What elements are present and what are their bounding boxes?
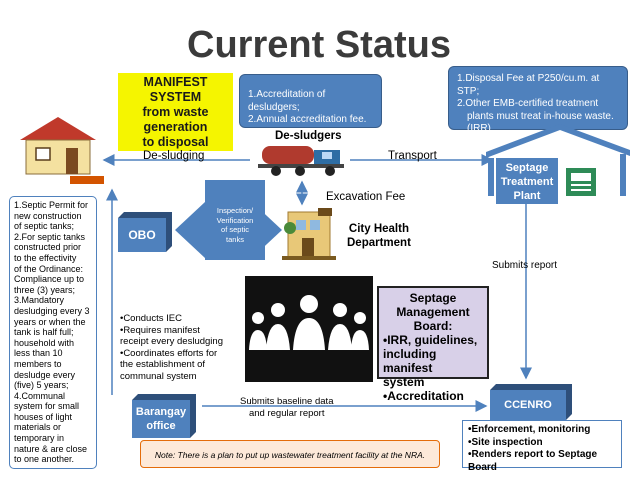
- transport-label: Transport: [388, 150, 437, 162]
- permit-line: of the Ordinance:: [14, 263, 84, 274]
- disposal-line: (IRR): [467, 123, 491, 134]
- board-line: Management Board:: [396, 305, 470, 333]
- manifest-line: to disposal: [142, 135, 209, 149]
- inspection-line: tanks: [226, 234, 244, 244]
- septage-management-board: Septage Management Board: •IRR, guidelin…: [377, 286, 489, 403]
- permit-line: system for small: [14, 401, 80, 412]
- permit-line: household with: [14, 337, 75, 348]
- board-line: •IRR, guidelines,: [383, 333, 478, 347]
- accreditation-line: 1.Accreditation of desludgers;: [248, 89, 326, 113]
- permit-line: 4.Communal: [14, 390, 66, 401]
- manifest-system-box: MANIFEST SYSTEM from waste generation to…: [118, 73, 233, 151]
- permit-line: constructed prior: [14, 242, 82, 253]
- permit-line: to the effectivity: [14, 252, 77, 263]
- submits-baseline-line: and regular report: [248, 408, 325, 419]
- plant-line: Septage: [505, 162, 549, 174]
- truck-icon: [258, 146, 344, 176]
- permit-line: of septic tanks;: [14, 221, 75, 232]
- board-line: system: [383, 375, 425, 389]
- barangay-line: Barangay: [135, 406, 187, 418]
- barangay-duty-line: •Conducts IEC: [120, 313, 182, 324]
- disposal-fee-box: 1.Disposal Fee at P250/cu.m. at STP; 2.O…: [448, 66, 628, 134]
- permit-line: 2.For septic tanks: [14, 231, 86, 242]
- inspection-line: Inspection/: [216, 206, 254, 215]
- barangay-duty-line: •Requires manifest: [120, 324, 200, 336]
- submits-baseline-line: Submits baseline data: [240, 396, 334, 407]
- note-box: Note: There is a plan to put up wastewat…: [140, 440, 440, 468]
- city-health-building-icon: [282, 208, 336, 260]
- disposal-line: plants must treat in-house waste.: [467, 110, 614, 122]
- ccenro-duty-line: •Enforcement, monitoring: [468, 424, 591, 435]
- house-icon: [20, 117, 104, 184]
- permit-line: materials or: [14, 422, 62, 433]
- submits-baseline-label: Submits baseline data and regular report: [240, 396, 333, 420]
- barangay-line: office: [146, 420, 176, 432]
- desludging-label: De-sludging: [143, 150, 205, 162]
- accreditation-line: 2.Annual accreditation fee.: [248, 114, 367, 125]
- page-title: Current Status: [187, 24, 451, 66]
- submits-report-label: Submits report: [492, 260, 558, 271]
- barangay-duty-line: •Coordinates efforts for: [120, 347, 218, 359]
- inspection-line: Verification: [216, 215, 254, 225]
- permit-line: less than 10: [14, 348, 63, 359]
- board-line: including manifest: [383, 347, 437, 375]
- barangay-duty-line: receipt every desludging: [120, 336, 223, 347]
- permit-line: desludge every: [14, 369, 76, 380]
- manifest-line: from waste: [142, 105, 209, 119]
- plant-roof-icon: [486, 124, 630, 196]
- manifest-line: MANIFEST: [143, 75, 208, 89]
- plant-line: Treatment: [500, 176, 554, 188]
- board-line: •Accreditation: [383, 389, 464, 403]
- permit-line: years or when the: [14, 316, 86, 327]
- permit-line: (five) 5 years;: [14, 380, 69, 391]
- permit-line: desludging every 3: [14, 305, 90, 316]
- barangay-duty-line: the establishment of: [120, 359, 206, 370]
- board-line: Septage: [409, 291, 457, 305]
- ccenro-duties: •Enforcement, monitoring •Site inspectio…: [462, 420, 622, 473]
- board-people-icon: [245, 276, 373, 382]
- manifest-line: generation: [143, 120, 208, 134]
- disposal-line: 2.Other EMB-certified treatment: [457, 98, 599, 109]
- septage-treatment-plant: Septage Treatment Plant: [496, 158, 558, 204]
- manifest-line: SYSTEM: [149, 90, 202, 104]
- inspection-label: Inspection/ Verification of septic tanks: [205, 206, 265, 244]
- permit-line: Compliance up to: [14, 274, 85, 285]
- permit-line: three (3) years;: [14, 284, 76, 295]
- inspection-line: of septic: [221, 225, 249, 234]
- barangay-duty-line: communal system: [120, 370, 197, 382]
- permit-line: members to: [14, 358, 62, 369]
- barangay-office-block: Barangay office: [132, 400, 190, 438]
- permit-line: new construction: [14, 210, 82, 221]
- disposal-line: 1.Disposal Fee at P250/cu.m. at STP;: [457, 73, 600, 97]
- permit-line: 1.Septic Permit for: [14, 200, 89, 210]
- city-health-line: City Health: [348, 223, 409, 235]
- city-health-label: City Health Department: [347, 222, 411, 250]
- permit-line: 3.Mandatory: [14, 295, 65, 306]
- accreditation-box: 1.Accreditation of desludgers; 2.Annual …: [239, 74, 382, 128]
- permit-line: nature & are close: [14, 443, 88, 454]
- ccenro-duty-line: •Renders report to Septage Board: [468, 449, 598, 473]
- ccenro-block: CCENRO: [490, 390, 566, 420]
- permit-line: temporary in: [14, 433, 65, 444]
- ccenro-duty-line: •Site inspection: [468, 436, 543, 448]
- permit-line: to one another.: [14, 454, 75, 465]
- permit-line: tank is half full;: [14, 327, 74, 338]
- city-health-line: Department: [347, 237, 411, 249]
- permit-line: houses of light: [14, 411, 73, 422]
- plant-line: Plant: [513, 190, 541, 202]
- excavation-fee-label: Excavation Fee: [326, 191, 406, 203]
- desludgers-label: De-sludgers: [275, 130, 342, 142]
- obo-block: OBO: [118, 218, 166, 252]
- green-truck-icon: [566, 168, 596, 196]
